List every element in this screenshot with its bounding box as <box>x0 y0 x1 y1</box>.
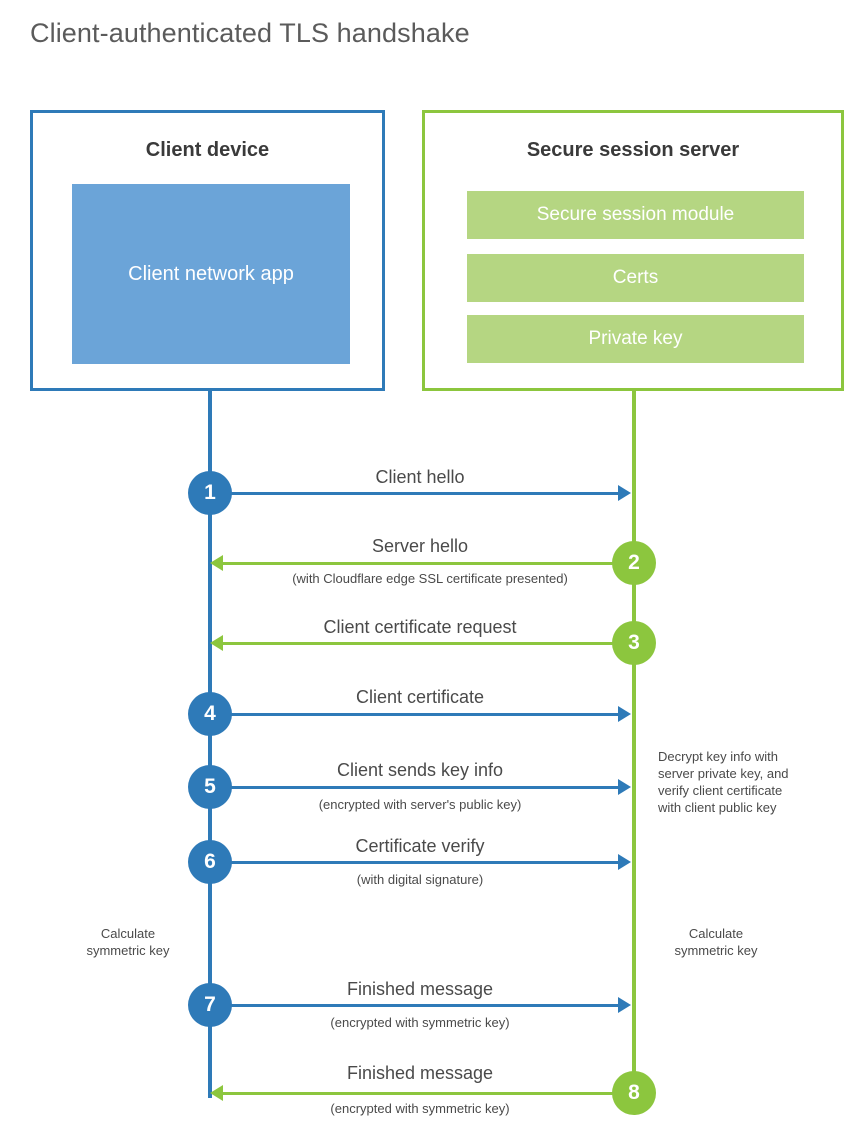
step-1-arrow-line <box>210 492 620 495</box>
server-lifeline <box>632 391 636 1093</box>
step-2-label: Server hello <box>371 536 469 556</box>
step-7-arrow-line <box>210 1004 620 1007</box>
step-3-arrow-line <box>222 642 632 645</box>
step-4-badge: 4 <box>188 692 232 736</box>
step-5-label: Client sends key info <box>336 760 504 780</box>
client-lifeline <box>208 391 212 1098</box>
step-1-label: Client hello <box>375 467 465 487</box>
secure-session-server-box: Secure session server Secure session mod… <box>422 110 844 391</box>
secure-session-server-title: Secure session server <box>526 139 740 161</box>
step-2-badge: 2 <box>612 541 656 585</box>
page-title: Client-authenticated TLS handshake <box>30 18 470 48</box>
step-6-label: Certificate verify <box>355 836 485 856</box>
server-item-secure-session-module: Secure session module <box>467 191 804 239</box>
server-item-private-key: Private key <box>467 315 804 363</box>
step-6-badge: 6 <box>188 840 232 884</box>
step-8-badge: 8 <box>612 1071 656 1115</box>
step-7-sublabel: (encrypted with symmetric key) <box>330 1015 510 1030</box>
server-calculate-symmetric-key-note: Calculate symmetric key <box>674 926 758 958</box>
step-8-label: Finished message <box>346 1063 494 1083</box>
step-6-arrow-head <box>618 854 631 870</box>
step-7-label: Finished message <box>346 979 494 999</box>
client-device-title: Client device <box>145 139 270 161</box>
step-5-sublabel: (encrypted with server's public key) <box>318 797 522 812</box>
step-2-arrow-line <box>222 562 632 565</box>
step-7-badge: 7 <box>188 983 232 1027</box>
step-5-badge: 5 <box>188 765 232 809</box>
step-4-label: Client certificate <box>355 687 485 707</box>
step-3-badge: 3 <box>612 621 656 665</box>
step-8-arrow-head <box>210 1085 223 1101</box>
step-1-arrow-head <box>618 485 631 501</box>
step-6-sublabel: (with digital signature) <box>356 872 484 887</box>
step-4-arrow-head <box>618 706 631 722</box>
step-7-arrow-head <box>618 997 631 1013</box>
server-decrypt-note: Decrypt key info with server private key… <box>658 749 789 815</box>
step-3-label: Client certificate request <box>323 617 517 637</box>
step-5-arrow-head <box>618 779 631 795</box>
step-5-arrow-line <box>210 786 620 789</box>
step-1-badge: 1 <box>188 471 232 515</box>
step-8-arrow-line <box>222 1092 632 1095</box>
step-2-arrow-head <box>210 555 223 571</box>
server-item-certs: Certs <box>467 254 804 302</box>
client-calculate-symmetric-key-note: Calculate symmetric key <box>86 926 170 958</box>
client-network-app-block: Client network app <box>72 184 350 364</box>
step-6-arrow-line <box>210 861 620 864</box>
step-8-sublabel: (encrypted with symmetric key) <box>330 1101 510 1116</box>
step-2-sublabel: (with Cloudflare edge SSL certificate pr… <box>292 571 568 586</box>
step-3-arrow-head <box>210 635 223 651</box>
client-device-box: Client device Client network app <box>30 110 385 391</box>
step-4-arrow-line <box>210 713 620 716</box>
